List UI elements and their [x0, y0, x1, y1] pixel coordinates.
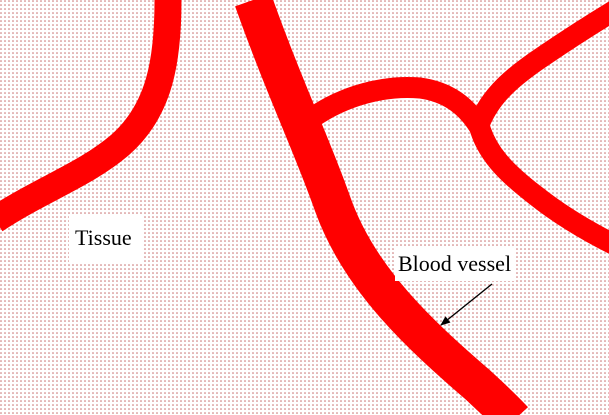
- blood-vessel-label: Blood vessel: [395, 248, 515, 281]
- tissue-label: Tissue: [69, 216, 142, 262]
- tissue-label-text: Tissue: [75, 225, 132, 250]
- blood-vessel-label-text: Blood vessel: [398, 251, 511, 276]
